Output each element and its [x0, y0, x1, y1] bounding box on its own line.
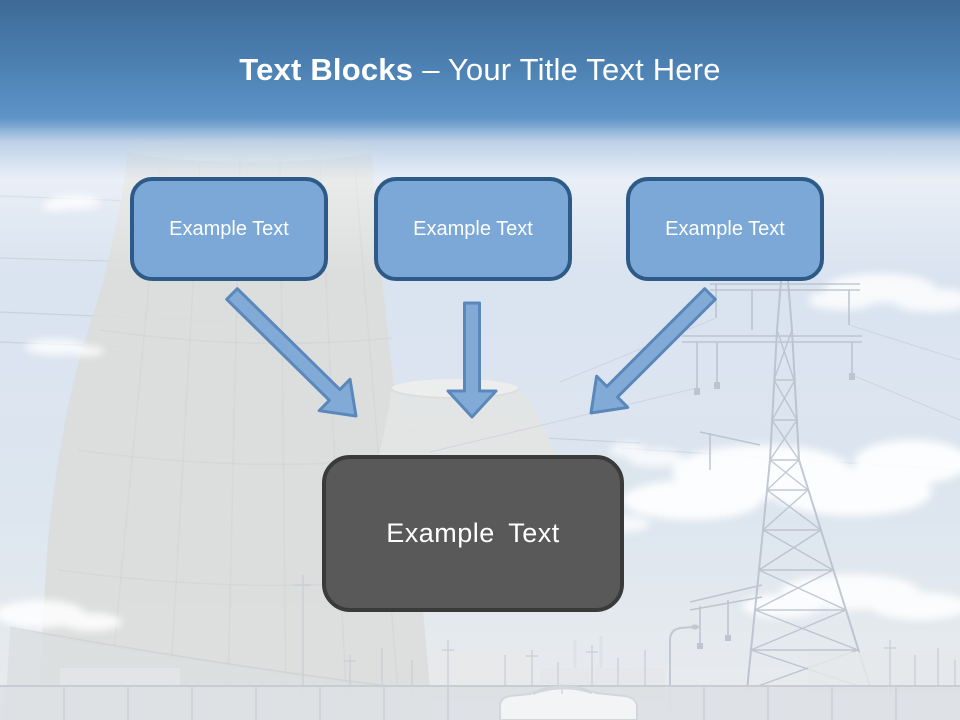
wall [0, 685, 960, 720]
text-block-1: Example Text [130, 177, 328, 281]
car [499, 684, 638, 720]
slide-title: Text Blocks– Your Title Text Here [0, 52, 960, 88]
text-block-1-label: Example Text [169, 217, 289, 240]
result-block: Example Text [322, 455, 624, 612]
text-block-3: Example Text [626, 177, 824, 281]
title-bold: Text Blocks [239, 52, 414, 87]
result-block-label: Example Text [386, 518, 560, 548]
text-block-2-label: Example Text [413, 217, 533, 240]
text-block-2: Example Text [374, 177, 572, 281]
text-block-3-label: Example Text [665, 217, 785, 240]
title-rest: – Your Title Text Here [422, 52, 721, 87]
